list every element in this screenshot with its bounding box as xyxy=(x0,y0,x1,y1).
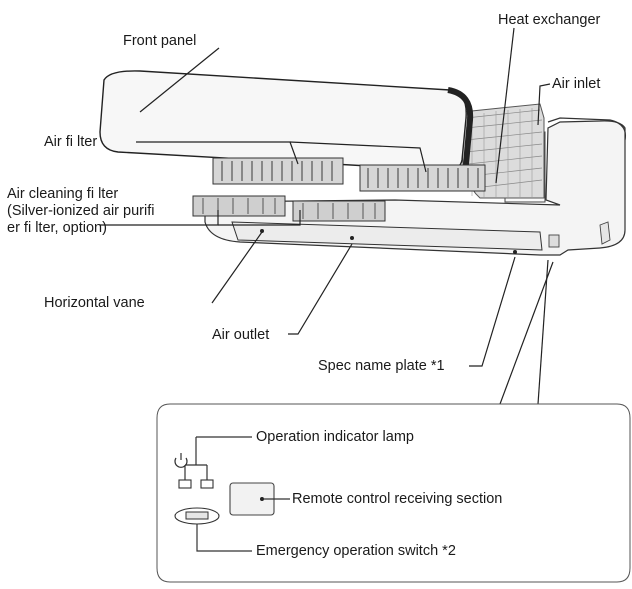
front-panel xyxy=(99,70,474,176)
remote-receiver-icon xyxy=(229,482,290,516)
detail-callout-box xyxy=(156,403,631,583)
horizontal-vane-label: Horizontal vane xyxy=(44,295,145,311)
heat-exchanger-label: Heat exchanger xyxy=(498,12,601,28)
horizontal-vane xyxy=(231,221,543,254)
leader-lines xyxy=(100,27,554,405)
air-outlet-label: Air outlet xyxy=(212,327,270,343)
spec-name-plate-label: Spec name plate *1 xyxy=(318,358,445,374)
front-panel-label: Front panel xyxy=(123,33,197,49)
air-filter-left xyxy=(212,157,344,185)
air-cleaning-filter-left xyxy=(192,195,286,217)
emergency-operation-switch-label: Emergency operation switch *2 xyxy=(256,543,456,559)
indicator-lamp-icon xyxy=(178,436,252,489)
air-inlet-label: Air inlet xyxy=(552,76,601,92)
power-icon xyxy=(174,453,188,468)
air-filter-right xyxy=(359,164,486,192)
remote-control-receiving-section-label: Remote control receiving section xyxy=(292,491,503,507)
air-cleaning-filter-right xyxy=(292,200,386,222)
operation-indicator-lamp-label: Operation indicator lamp xyxy=(256,429,414,445)
air-cleaning-filter-label: Air cleaning fi lter (Silver-ionized air… xyxy=(7,186,155,236)
air-filter-label: Air fi lter xyxy=(44,134,98,150)
emergency-switch-icon xyxy=(174,507,252,552)
